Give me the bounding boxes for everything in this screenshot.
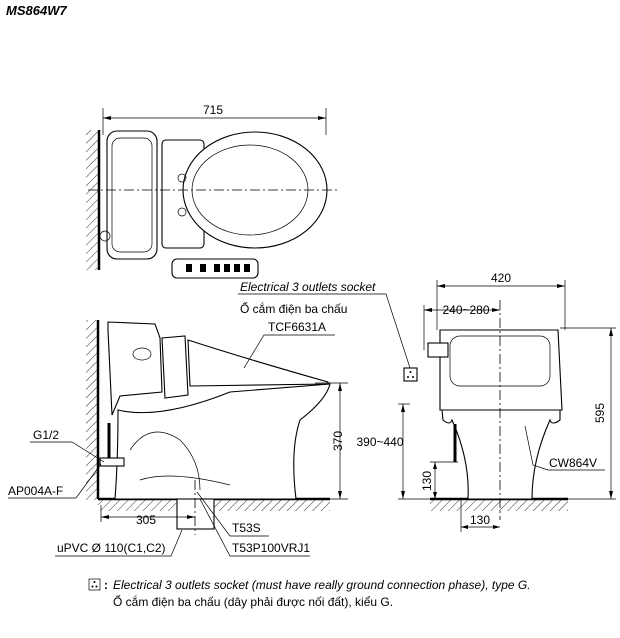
label-flange: T53S: [232, 521, 261, 535]
dim-supply-offset: 240~280: [442, 303, 489, 317]
dim-front-width: 420: [491, 271, 511, 285]
label-flange-kit: T53P100VRJ1: [232, 541, 310, 555]
drawing-title: MS864W7: [6, 3, 67, 18]
top-view: 715: [86, 103, 340, 279]
drain-pipe: [176, 498, 215, 530]
angle-valve: [99, 457, 125, 467]
dim-seat-height: 370: [331, 431, 345, 451]
dim-supply-height: 130: [420, 471, 434, 491]
wall-hatch: [86, 130, 98, 270]
label-socket-en: Electrical 3 outlets socket: [240, 280, 376, 294]
seat-front: [439, 329, 563, 411]
label-bowl-model: CW864V: [549, 456, 597, 470]
dim-overall-height: 595: [593, 403, 607, 423]
socket-symbol-icon: [88, 578, 101, 591]
dim-rough-in: 305: [136, 513, 156, 527]
label-drain-pipe: uPVC Ø 110(C1,C2): [57, 541, 166, 555]
label-angle-valve: AP004A-F: [8, 484, 63, 498]
socket-note: : Electrical 3 outlets socket (must have…: [88, 578, 531, 609]
dim-overall-length: 715: [203, 103, 223, 117]
note-separator: :: [104, 578, 108, 592]
socket-box: [403, 367, 418, 382]
label-seat-model: TCF6631A: [268, 320, 326, 334]
side-view: 370 305 G1/2 AP004A-F uPVC Ø 110(C1,C2) …: [8, 320, 348, 557]
bowl-side: [114, 383, 331, 500]
tank-side: [107, 321, 163, 416]
seat-lid: [187, 339, 329, 387]
trap-way: [129, 431, 231, 491]
tank-top: [106, 130, 158, 260]
dim-socket-height: 390~440: [356, 435, 403, 449]
label-socket-vi: Ổ cắm điện ba chấu: [240, 301, 347, 316]
front-view: Electrical 3 outlets socket Ổ cắm điện b…: [238, 271, 616, 532]
label-supply-thread: G1/2: [33, 428, 59, 442]
bowl-front: [441, 409, 561, 500]
note-vi: Ổ cắm điện ba chấu (dây phải được nối đấ…: [113, 594, 393, 609]
note-en: Electrical 3 outlets socket (must have r…: [113, 578, 531, 592]
dim-supply-horizontal: 130: [470, 513, 490, 527]
